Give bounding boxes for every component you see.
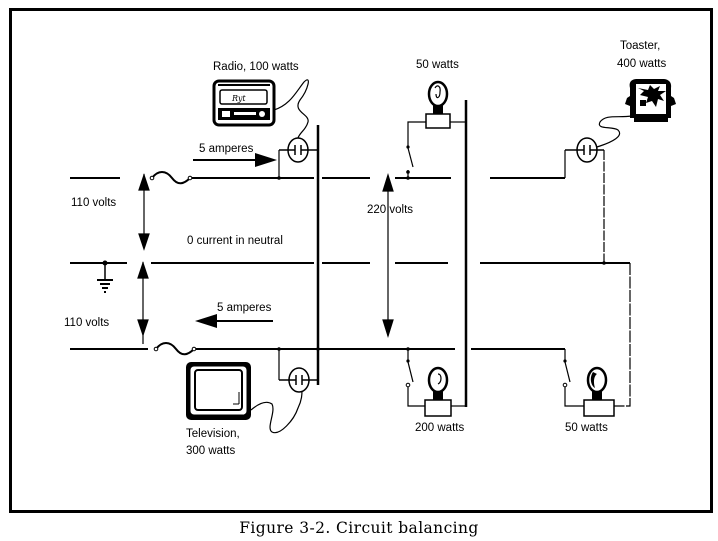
radio-icon: Ryt — [212, 79, 276, 127]
junction-dot — [602, 261, 606, 265]
television-icon — [186, 362, 251, 420]
voltage-arrow-total — [382, 172, 394, 339]
lamp-bottom-right-wiring — [564, 349, 584, 407]
toaster-icon — [625, 79, 676, 122]
lamp-bottom-mid-wiring — [407, 349, 466, 407]
lamp-bottom-right-label: 50 watts — [565, 422, 608, 434]
toaster-name-label: Toaster, — [620, 40, 660, 52]
television-name-label: Television, — [186, 428, 240, 440]
television-cord — [250, 389, 303, 434]
lamp-top-label: 50 watts — [416, 59, 459, 71]
figure-frame — [9, 8, 713, 513]
current-arrow-lower — [195, 314, 273, 328]
voltage-arrow-upper — [138, 173, 150, 251]
outlet-icon — [277, 347, 320, 393]
switch-icon — [406, 145, 410, 180]
radio-cord — [273, 79, 309, 139]
radio-label: Radio, 100 watts — [213, 61, 299, 73]
right-return-wire — [614, 263, 631, 407]
outlet-icon — [277, 137, 318, 180]
switch-icon — [405, 347, 411, 388]
lamp-top-wiring — [407, 121, 466, 178]
voltage-label-upper: 110 volts — [71, 197, 116, 209]
lamp-icon — [424, 366, 452, 417]
figure-caption: Figure 3-2. Circuit balancing — [239, 519, 479, 537]
svg-text:Ryt: Ryt — [231, 94, 246, 103]
current-label-lower: 5 amperes — [217, 302, 272, 314]
current-arrow-upper — [193, 153, 277, 167]
ground-icon — [97, 260, 113, 293]
toaster-power-label: 400 watts — [617, 58, 666, 70]
current-label-upper: 5 amperes — [199, 143, 254, 155]
television-power-label: 300 watts — [186, 445, 235, 457]
neutral-current-label: 0 current in neutral — [187, 235, 283, 247]
outlet-icon — [565, 137, 604, 163]
lamp-icon — [425, 80, 451, 129]
toaster-wiring — [564, 150, 605, 263]
voltage-label-lower: 110 volts — [64, 317, 109, 329]
bottom-hot-conductor — [70, 342, 565, 356]
lamp-icon — [583, 366, 615, 417]
top-hot-conductor — [70, 171, 565, 185]
switch-icon — [562, 359, 568, 388]
voltage-label-total: 220 volts — [367, 204, 413, 216]
voltage-arrow-lower — [137, 261, 149, 344]
fuse-icon — [149, 175, 197, 352]
lamp-bottom-mid-label: 200 watts — [415, 422, 464, 434]
